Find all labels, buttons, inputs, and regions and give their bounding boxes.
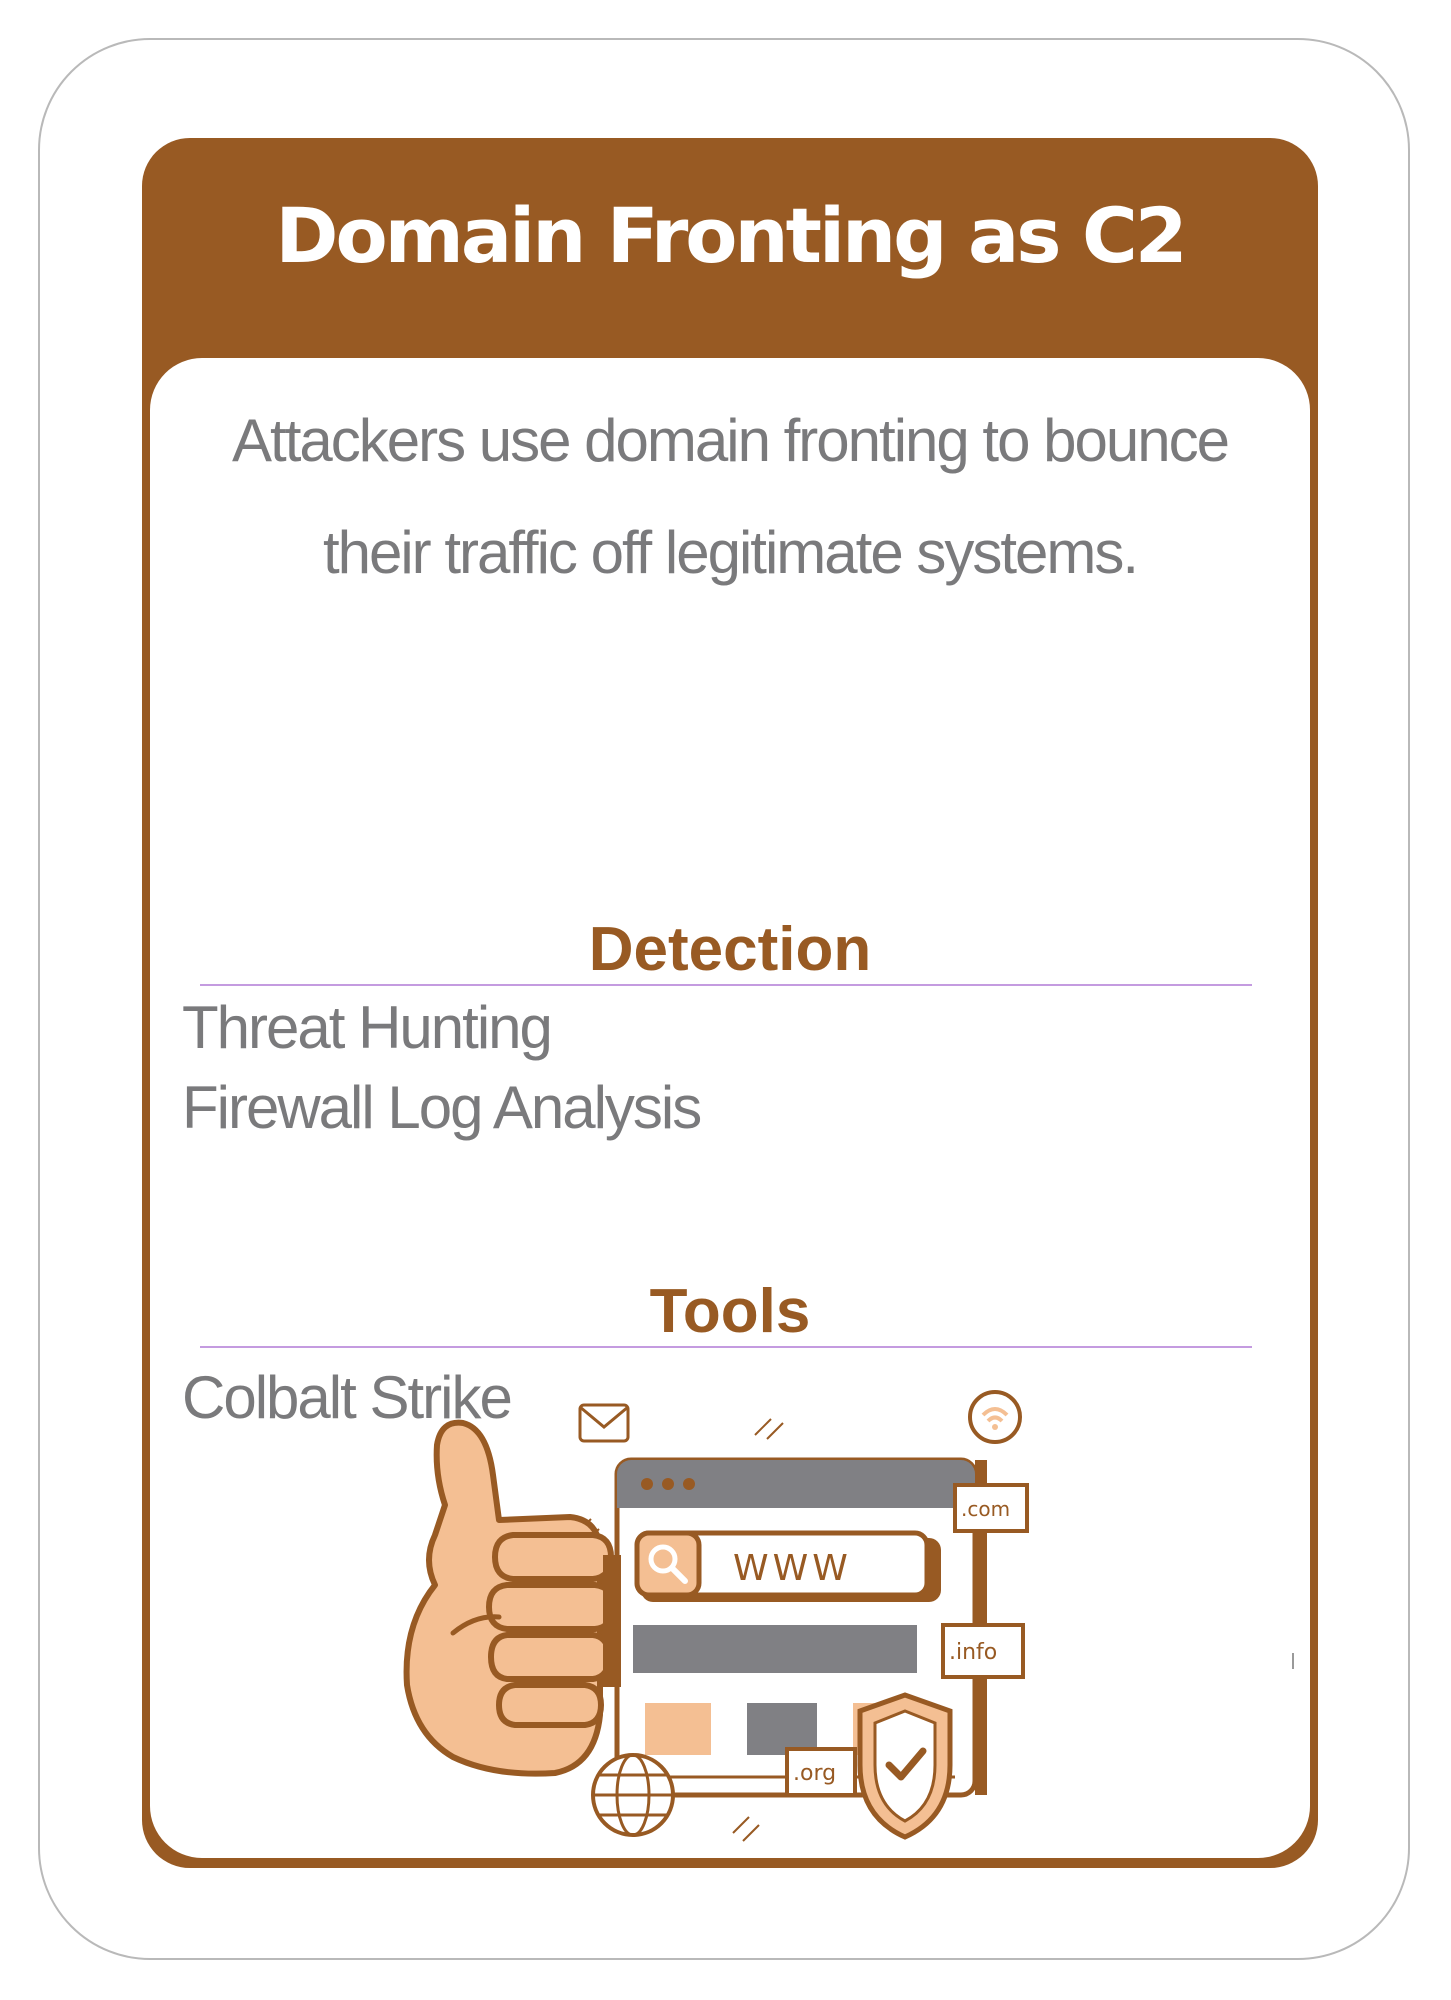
detection-item: Firewall Log Analysis xyxy=(182,1074,702,1141)
edge-mark xyxy=(1292,1653,1294,1669)
tag-com-label: .com xyxy=(961,1497,1010,1521)
search-icon xyxy=(648,1544,688,1584)
detection-heading: Detection xyxy=(588,915,872,984)
description-line: Attackers use domain fronting to bounce xyxy=(232,407,1230,474)
domain-illustration: WWW .com .info .org xyxy=(403,1390,1029,1842)
search-bar: WWW xyxy=(634,1530,941,1602)
envelope-icon xyxy=(578,1403,630,1443)
thumbs-up-icon xyxy=(403,1419,621,1777)
description-line: their traffic off legitimate systems. xyxy=(322,519,1139,586)
globe-icon xyxy=(591,1753,675,1837)
tools-divider xyxy=(200,1346,1252,1348)
tag-info: .info xyxy=(941,1623,1025,1679)
tag-com: .com xyxy=(953,1483,1029,1533)
tag-info-label: .info xyxy=(949,1640,997,1665)
detection-item: Threat Hunting xyxy=(182,994,553,1061)
tag-org-label: .org xyxy=(793,1761,836,1786)
shield-check-icon xyxy=(857,1692,953,1840)
card-title: Domain Fronting as C2 xyxy=(275,191,1187,280)
wifi-chat-icon xyxy=(968,1390,1022,1444)
tag-org: .org xyxy=(785,1747,857,1797)
card-description: Attackers use domain fronting to bounce … xyxy=(180,385,1280,609)
tools-heading: Tools xyxy=(649,1277,811,1346)
search-text: WWW xyxy=(733,1548,852,1589)
detection-divider xyxy=(200,984,1252,986)
